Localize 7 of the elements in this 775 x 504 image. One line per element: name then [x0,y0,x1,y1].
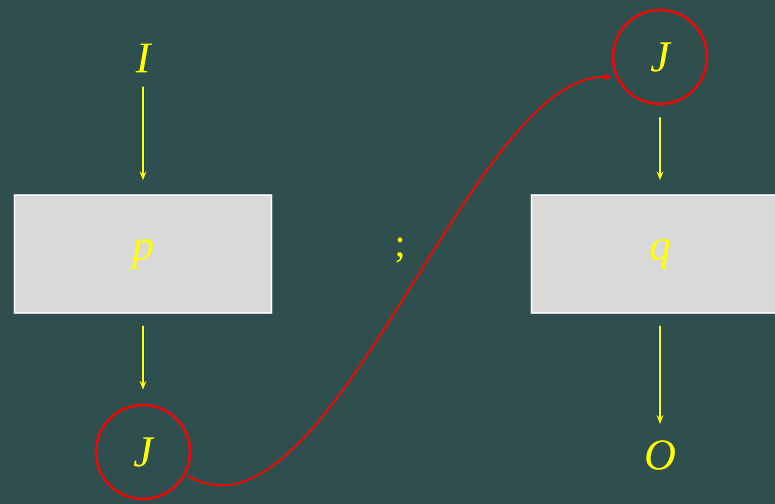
circle-node: J [612,8,708,106]
process-box: q [530,194,775,314]
circle-node: J [94,404,192,500]
separator-label: ; [396,238,402,262]
symbol-label: O [646,440,675,470]
process-box: p [14,194,272,314]
symbol-label: I [136,44,152,72]
